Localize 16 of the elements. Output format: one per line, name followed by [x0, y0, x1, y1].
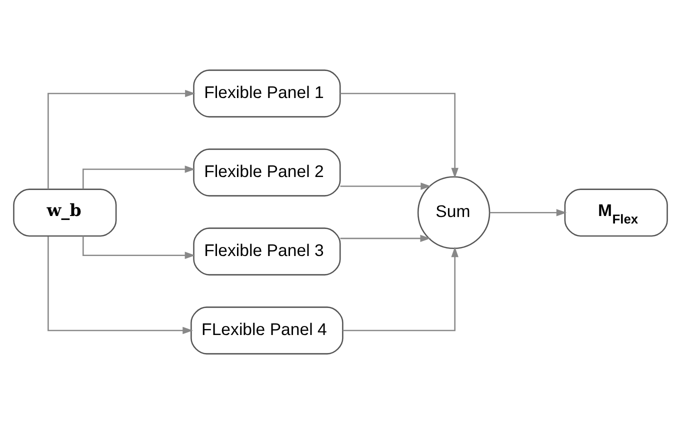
arrow	[340, 182, 432, 190]
node-box: Flexible Panel 2	[193, 148, 341, 196]
node-box: Flexible Panel 3	[193, 227, 341, 275]
node-circle: Sum	[417, 176, 490, 249]
arrow	[48, 89, 196, 189]
arrow	[340, 92, 458, 178]
arrow	[490, 208, 567, 216]
arrow	[342, 246, 458, 331]
arrow	[48, 236, 193, 334]
arrow	[82, 165, 196, 188]
node-box: w_b	[13, 188, 117, 236]
arrow	[340, 234, 431, 242]
node-box: FLexible Panel 4	[190, 306, 344, 354]
arrow	[82, 236, 196, 259]
node-box: Flexible Panel 1	[193, 69, 341, 117]
node-box: M$_{Flex}$	[564, 188, 668, 236]
